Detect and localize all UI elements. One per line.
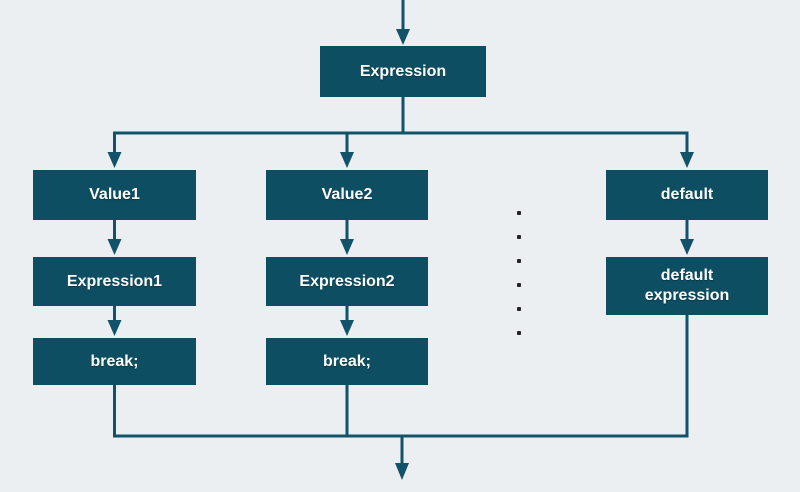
ellipsis-dot bbox=[517, 307, 521, 311]
arrowhead-expression1 bbox=[107, 239, 122, 255]
node-value1: Value1 bbox=[33, 170, 196, 220]
ellipsis-dot bbox=[517, 283, 521, 287]
ellipsis-dot bbox=[517, 211, 521, 215]
arrowhead-value2 bbox=[340, 152, 354, 168]
arrowhead-break1 bbox=[107, 320, 122, 336]
node-expression2: Expression2 bbox=[266, 257, 428, 306]
arrowhead-default-expression bbox=[680, 239, 694, 255]
arrowhead-break2 bbox=[340, 320, 354, 336]
node-break1: break; bbox=[33, 338, 196, 385]
node-break2: break; bbox=[266, 338, 428, 385]
ellipsis-dot bbox=[517, 259, 521, 263]
ellipsis-dot bbox=[517, 235, 521, 239]
node-expression1: Expression1 bbox=[33, 257, 196, 306]
arrowhead-default bbox=[680, 152, 694, 168]
node-expression: Expression bbox=[320, 46, 486, 97]
node-default-expression: default expression bbox=[606, 257, 768, 315]
ellipsis-dots bbox=[517, 211, 522, 355]
arrowhead-top-entry bbox=[396, 29, 410, 45]
arrowhead-expression2 bbox=[340, 239, 354, 255]
node-default-case: default bbox=[606, 170, 768, 220]
node-value2: Value2 bbox=[266, 170, 428, 220]
arrowhead-exit bbox=[395, 463, 409, 480]
ellipsis-dot bbox=[517, 331, 521, 335]
arrowhead-value1 bbox=[107, 152, 122, 168]
